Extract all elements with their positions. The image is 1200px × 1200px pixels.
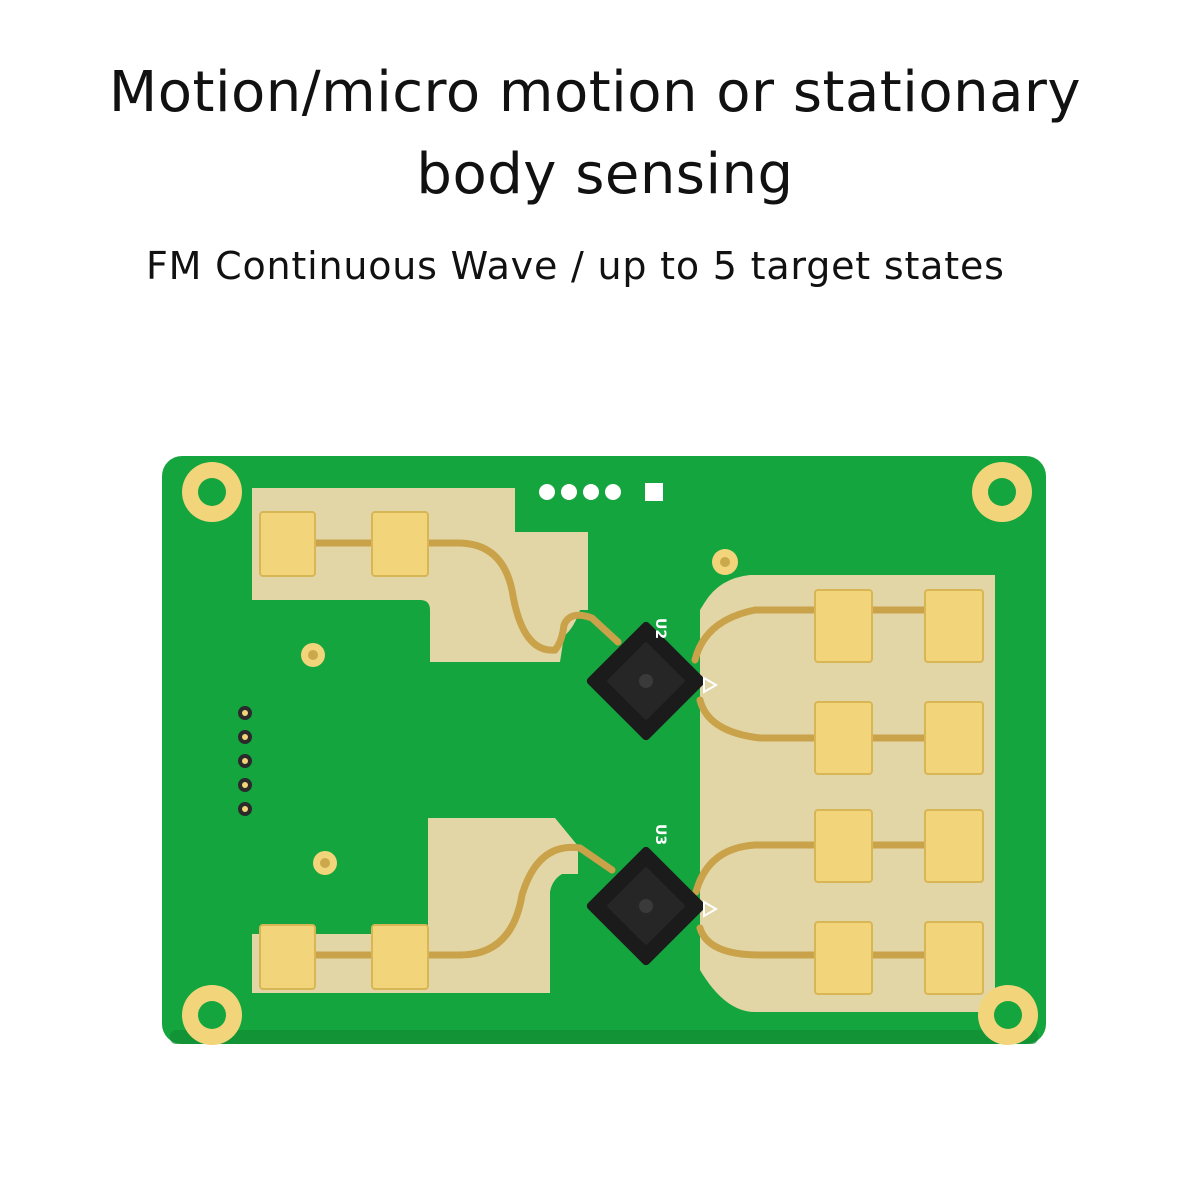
mounting-hole-bottom-left [182,985,242,1045]
chip-label-u3: U3 [652,824,668,845]
subtitle: FM Continuous Wave / up to 5 target stat… [146,244,1005,288]
patch-right-4b [924,921,984,995]
orientation-marker-u3 [703,900,718,918]
mounting-hole-top-left [182,462,242,522]
via-bottom-left [313,851,337,875]
patch-bottom-left-2 [371,924,429,990]
copper-area-right [700,575,995,1012]
pcb-bottom-edge [170,1030,1038,1044]
radar-chip-u3 [586,846,706,966]
patch-right-2a [814,701,873,775]
headline-line-1: Motion/micro motion or stationary [108,60,1082,125]
radar-pcb-board: U2 U3 [160,450,1050,1050]
pcb-illustration: U2 U3 [162,456,1046,1045]
chip-label-u2: U2 [652,618,668,639]
radar-chip-u2 [586,621,706,741]
patch-right-4a [814,921,873,995]
patch-right-1a [814,589,873,663]
patch-right-3b [924,809,984,883]
antenna-feed-lines [311,539,929,959]
copper-area-bottom-left [252,818,578,993]
patch-right-1b [924,589,984,663]
patch-top-left-1 [259,511,316,577]
headline: Motion/micro motion or stationary body s… [0,52,1200,216]
patch-antennas [259,511,984,995]
patch-right-3a [814,809,873,883]
via-top-left [301,643,325,667]
mounting-hole-bottom-right [978,985,1038,1045]
orientation-marker-u2 [703,676,718,694]
headline-line-2: body sensing [416,142,794,207]
mounting-hole-top-right [972,462,1032,522]
side-header-pins [238,706,252,816]
patch-top-left-2 [371,511,429,577]
connector-pads-top [539,483,663,501]
patch-bottom-left-1 [259,924,316,990]
via-top-center [712,549,738,575]
patch-right-2b [924,701,984,775]
